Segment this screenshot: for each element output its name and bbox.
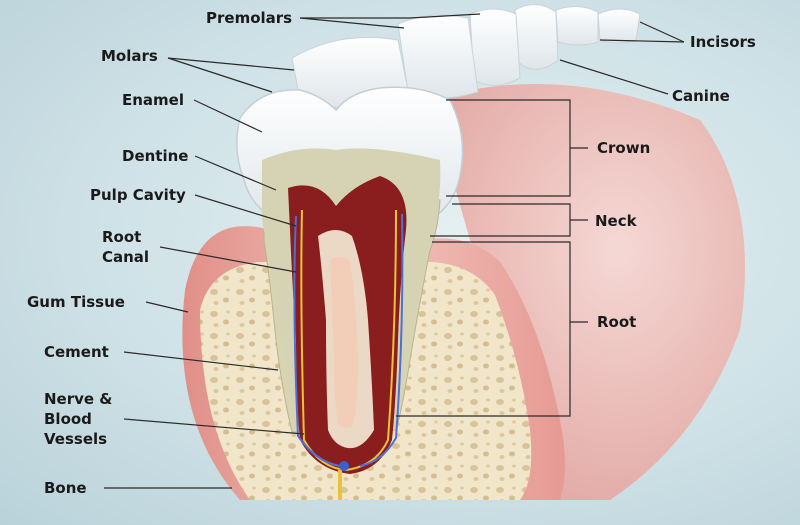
- leader-premolars-3: [299, 17, 405, 29]
- label-nerve-line3: Vessels: [44, 430, 108, 448]
- incisor-tooth-2: [555, 6, 599, 46]
- leader-dentine: [194, 155, 277, 191]
- leader-canine: [559, 59, 669, 95]
- canine-tooth: [514, 4, 559, 70]
- vessel-line-2: [359, 213, 404, 467]
- label-root-canal-line2: Canal: [102, 248, 150, 266]
- leader-gum-tissue: [145, 301, 189, 313]
- label-dentine: Dentine: [122, 147, 189, 165]
- label-pulp-cavity: Pulp Cavity: [90, 186, 186, 204]
- label-nerve-blood-vessels: Nerve & Blood Vessels: [44, 389, 112, 449]
- leader-pulp-cavity: [194, 194, 297, 227]
- leader-root-canal: [159, 246, 297, 273]
- premolar-tooth-2: [397, 14, 479, 99]
- leader-cement: [123, 351, 279, 371]
- label-incisors: Incisors: [690, 33, 756, 51]
- leader-nerve: [123, 418, 305, 435]
- incisor-tooth: [597, 8, 641, 44]
- label-root: Root: [597, 313, 637, 331]
- leader-molars: [167, 57, 295, 71]
- label-neck: Neck: [595, 212, 637, 230]
- label-crown: Crown: [597, 139, 651, 157]
- label-root-canal: Root Canal: [102, 227, 149, 267]
- vessel-cross-section: [339, 461, 349, 471]
- leader-lines: [104, 13, 685, 489]
- bracket-root: [396, 241, 571, 417]
- label-root-canal-line1: Root: [102, 228, 142, 246]
- leader-enamel: [193, 99, 263, 133]
- label-molars: Molars: [101, 47, 158, 65]
- premolar-tooth: [469, 8, 521, 86]
- label-gum-tissue: Gum Tissue: [27, 293, 125, 311]
- leader-premolars-2: [409, 13, 481, 19]
- vessel-line: [293, 215, 341, 467]
- leader-incisors: [639, 21, 685, 43]
- label-enamel: Enamel: [122, 91, 184, 109]
- label-bone: Bone: [44, 479, 87, 497]
- label-premolars: Premolars: [206, 9, 293, 27]
- label-nerve-line2: Blood: [44, 410, 92, 428]
- label-cement: Cement: [44, 343, 109, 361]
- label-canine: Canine: [672, 87, 730, 105]
- leader-molars-2: [167, 57, 273, 93]
- label-nerve-line1: Nerve &: [44, 390, 113, 408]
- leader-incisors-2: [599, 39, 685, 43]
